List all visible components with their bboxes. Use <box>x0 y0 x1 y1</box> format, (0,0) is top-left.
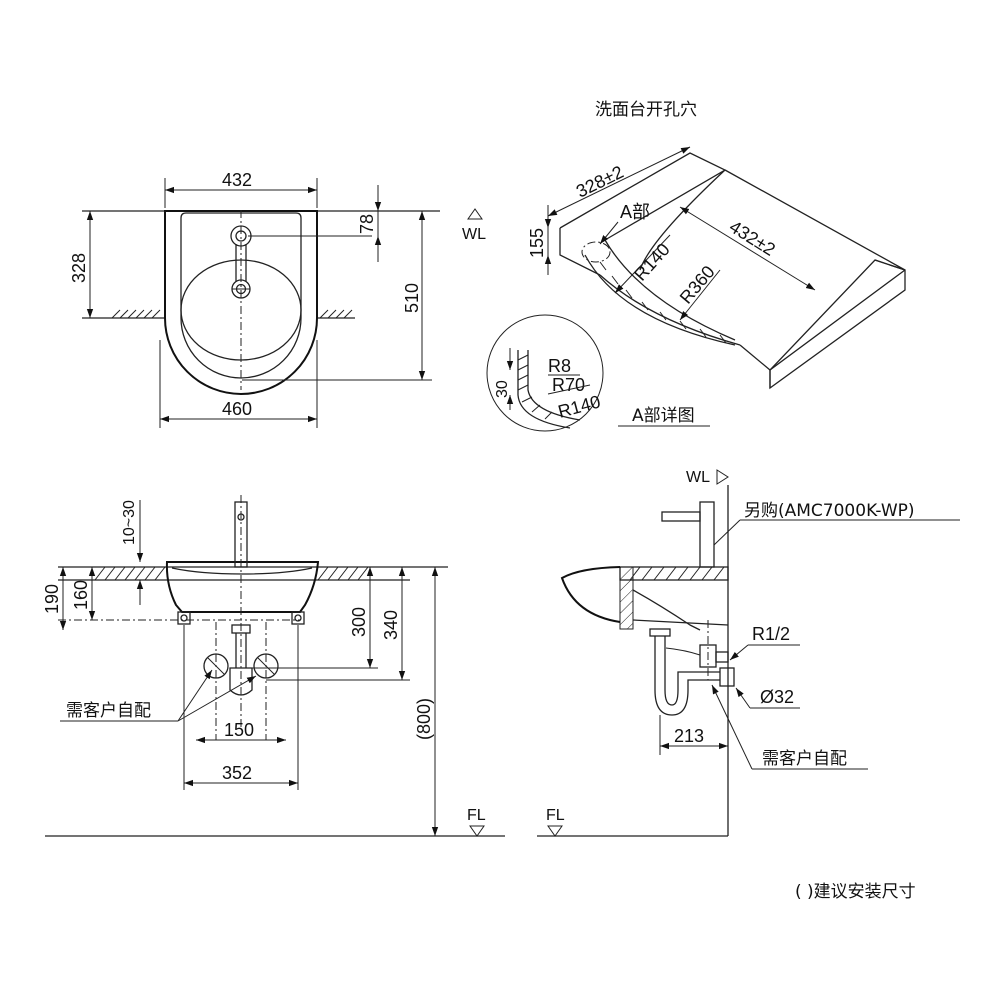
dim-352: 352 <box>222 763 252 783</box>
front-fl-label: FL <box>467 807 486 824</box>
dim-10-30: 10~30 <box>121 500 138 545</box>
dim-78: 78 <box>357 214 377 234</box>
a-part-label: A部 <box>620 202 650 222</box>
dim-510: 510 <box>402 283 422 313</box>
dim-213: 213 <box>674 726 704 746</box>
dim-155: 155 <box>527 228 547 258</box>
dim-800: (800) <box>414 698 434 740</box>
valve-left-icon <box>203 653 229 679</box>
cutout-title: 洗面台开孔穴 <box>595 100 697 120</box>
counter-hatch-right <box>319 309 353 319</box>
front-basin-body <box>165 561 320 613</box>
side-counter-hatch <box>629 566 725 581</box>
dim-300: 300 <box>349 607 369 637</box>
basin-inner-rim <box>180 212 302 379</box>
detail-r140: R140 <box>556 391 603 421</box>
fl-marker-icon-side <box>547 825 563 837</box>
dim-160: 160 <box>71 580 91 610</box>
side-wl-label: WL <box>686 469 710 486</box>
dim-432-pm2: 432±2 <box>726 216 779 259</box>
dim-460: 460 <box>222 399 252 419</box>
dim-150: 150 <box>224 720 254 740</box>
front-counter-hatch <box>94 566 369 581</box>
side-note-customer: 需客户自配 <box>762 749 847 769</box>
dim-328-top: 328 <box>69 253 89 283</box>
side-faucet <box>699 501 715 568</box>
r360-label: R360 <box>676 262 719 308</box>
front-note-customer: 需客户自配 <box>66 701 151 721</box>
faucet-note: 另购(AMC7000K-WP) <box>744 501 915 521</box>
wl-marker-icon <box>467 208 483 220</box>
r-half-label: R1/2 <box>752 624 790 644</box>
valve-right-icon <box>253 653 279 679</box>
detail-title: A部详图 <box>632 406 695 426</box>
detail-r70: R70 <box>552 375 585 395</box>
a-part-circle <box>581 241 611 263</box>
wl-label-top: WL <box>462 226 486 243</box>
detail-30: 30 <box>494 380 511 398</box>
dim-190: 190 <box>42 584 62 614</box>
dim-328-pm2: 328±2 <box>573 162 627 202</box>
r140-label: R140 <box>630 239 674 284</box>
front-view: 需客户自配 10~30 190 160 300 340 (800) 150 35… <box>42 495 505 837</box>
basin-outer-outline <box>164 210 318 395</box>
detail-hatch <box>517 354 553 420</box>
dim-340: 340 <box>381 610 401 640</box>
phi32-label: Ø32 <box>760 687 794 707</box>
footnote: ( )建议安装尺寸 <box>795 882 916 902</box>
wl-marker-icon-side <box>716 469 729 485</box>
fl-marker-icon-front <box>469 825 485 837</box>
faucet-hole <box>230 225 252 247</box>
detail-a-circle <box>486 314 604 432</box>
side-basin-body <box>560 566 621 623</box>
dim-432-top: 432 <box>222 170 252 190</box>
cutout-iso-view: 洗面台开孔穴 A部 328±2 <box>486 100 906 432</box>
cutout-hatch <box>599 261 727 344</box>
side-fl-label: FL <box>546 807 565 824</box>
top-view: 432 460 328 78 510 WL <box>69 170 486 428</box>
side-view: WL 另购(AMC7000K-WP) <box>537 469 960 837</box>
counter-hatch-left <box>111 309 161 319</box>
detail-r8: R8 <box>548 356 571 376</box>
